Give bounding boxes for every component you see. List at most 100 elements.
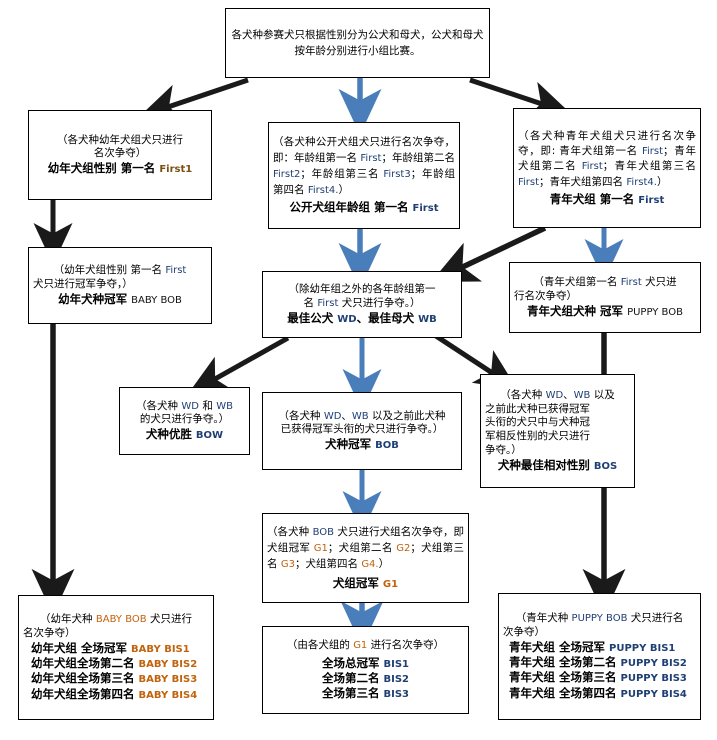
node-puppy-bob-result-en: PUPPY BOB xyxy=(627,306,683,318)
token-bb-first: First xyxy=(165,265,187,277)
node-baby-bis-row-2: 幼年犬组全场第二名 BABY BIS2 xyxy=(23,656,209,671)
node-group-g1-result-en: G1 xyxy=(382,578,399,590)
node-puppy-bis-row-4-cn: 青年犬组 全场第四名 xyxy=(509,685,617,700)
node-baby-bob-result: 幼年犬种冠军 BABY BOB xyxy=(33,292,207,307)
node-bow-note-line1: （各犬种 WD 和 WB xyxy=(136,399,233,412)
node-bis-row-1-en: BIS1 xyxy=(383,658,410,670)
token-g4: G4. xyxy=(361,558,379,570)
token-p-first1: First xyxy=(642,145,664,157)
node-baby-bis-row-1: 幼年犬组 全场冠军 BABY BIS1 xyxy=(23,641,209,656)
node-bis-row-3: 全场第三名 BIS3 xyxy=(267,686,464,701)
node-bow-note-line2: 的犬只进行争夺。） xyxy=(139,413,230,426)
node-wd-wb[interactable]: （除幼年组之外的各年龄组第一 名 First 犬只进行争夺。） 最佳公犬 WD、… xyxy=(262,271,462,338)
token-puppybis-bob: PUPPY BOB xyxy=(571,613,628,625)
token-p-first3: First xyxy=(518,176,540,188)
node-baby-group[interactable]: （各犬种幼年犬组犬只进行 名次争夺） 幼年犬组性别 第一名 First1 xyxy=(28,110,212,200)
node-baby-bob[interactable]: （幼年犬组性别 第一名 First 犬只进行冠军争夺，） 幼年犬种冠军 BABY… xyxy=(28,247,212,324)
token-bos-wd: WD xyxy=(545,389,564,401)
node-bow[interactable]: （各犬种 WD 和 WB 的犬只进行争夺。） 犬种优胜 BOW xyxy=(119,387,250,455)
node-baby-group-note-line1: （各犬种幼年犬组犬只进行 xyxy=(57,133,183,146)
node-puppy-bis-note-line1: （青年犬种 PUPPY BOB 犬只进行名 xyxy=(515,612,684,625)
node-puppy-bis-row-3: 青年犬组 全场第三名 PUPPY BIS3 xyxy=(503,670,696,685)
node-puppy-bob-note-line2: 行名次争夺） xyxy=(514,289,577,302)
node-open-group-result-cn: 公开犬组年龄组 第一名 xyxy=(289,200,409,215)
node-open-group-result-en: First xyxy=(412,203,439,215)
node-bos-note-line1: （各犬种 WD、WB 以及 xyxy=(500,388,615,401)
node-bis-row-3-cn: 全场第三名 xyxy=(321,686,380,701)
node-root[interactable]: 各犬种参赛犬只根据性别分为公犬和母犬，公犬和母犬按年龄分别进行小组比赛。 xyxy=(225,8,490,78)
node-baby-bis-note-line1: （幼年犬种 BABY BOB 犬只进行 xyxy=(40,613,192,626)
token-bos-wb: WB xyxy=(573,389,591,401)
node-puppy-bis-row-4-en: PUPPY BIS4 xyxy=(620,688,687,700)
node-baby-bis-row-3-en: BABY BIS3 xyxy=(138,674,198,686)
node-bob-note-line2: 已获得冠军头衔的犬只进行争夺。） xyxy=(280,423,444,436)
node-wd-wb-result-cn-2: 最佳母犬 xyxy=(368,310,415,325)
node-puppy-bob-result-cn: 青年犬组犬种 冠军 xyxy=(527,303,624,318)
node-open-group-note: （各犬种公开犬组犬只进行名次争夺，即：年龄组第一名 First；年龄组第二名 F… xyxy=(273,136,456,196)
token-first4: First4. xyxy=(307,184,339,196)
arrow-wdwb-to-bow xyxy=(187,335,290,395)
node-bos-note-line3: 头衔的犬只中与犬种冠 xyxy=(485,416,590,429)
node-bos-result: 犬种最佳相对性别 BOS xyxy=(485,458,630,473)
node-open-group-result: 公开犬组年龄组 第一名 First xyxy=(273,200,455,215)
node-open-group[interactable]: （各犬种公开犬组犬只进行名次争夺，即：年龄组第一名 First；年龄组第二名 F… xyxy=(268,122,460,229)
node-bow-result: 犬种优胜 BOW xyxy=(124,427,245,442)
node-puppy-group-result-en: First xyxy=(638,195,665,207)
token-p-first4: First4. xyxy=(626,176,657,188)
node-baby-group-result-en: First1 xyxy=(159,164,193,176)
node-bis[interactable]: （由各犬组的 G1 进行名次争夺） 全场总冠军 BIS1 全场第二名 BIS2 … xyxy=(262,626,469,714)
token-bow-wb: WB xyxy=(216,400,233,412)
node-baby-bis-row-3: 幼年犬组全场第三名 BABY BIS3 xyxy=(23,671,209,686)
node-bob-result: 犬种冠军 BOB xyxy=(267,437,457,452)
node-root-note: 各犬种参赛犬只根据性别分为公犬和母犬，公犬和母犬按年龄分别进行小组比赛。 xyxy=(231,28,484,57)
node-bis-row-3-en: BIS3 xyxy=(383,689,410,701)
node-group-g1-note: （各犬种 BOB 犬只进行犬组名次争夺，即犬组冠军 G1；犬组第二名 G2；犬组… xyxy=(267,526,464,570)
node-bow-result-en: BOW xyxy=(195,430,224,442)
node-puppy-group-note: （各犬种青年犬组犬只进行名次争夺，即: 青年犬组第一名 First；青年犬组第二… xyxy=(518,129,697,188)
token-bob-wb: WB xyxy=(351,410,369,422)
node-group-g1[interactable]: （各犬种 BOB 犬只进行犬组名次争夺，即犬组冠军 G1；犬组第二名 G2；犬组… xyxy=(262,513,469,603)
node-bis-note-line1: （由各犬组的 G1 进行名次争夺） xyxy=(286,638,445,651)
node-puppy-bis-row-2-cn: 青年犬组 全场第二名 xyxy=(509,655,617,670)
node-puppy-bis-row-3-cn: 青年犬组 全场第三名 xyxy=(509,670,617,685)
token-g1: G1 xyxy=(313,543,328,555)
node-bis-row-1: 全场总冠军 BIS1 xyxy=(267,656,464,671)
node-puppy-bis-row-1: 青年犬组 全场冠军 PUPPY BIS1 xyxy=(503,640,696,655)
node-puppy-bob[interactable]: （青年犬组第一名 First 犬只进 行名次争夺） 青年犬组犬种 冠军 PUPP… xyxy=(509,262,701,333)
node-puppy-bis[interactable]: （青年犬种 PUPPY BOB 犬只进行名 次争夺） 青年犬组 全场冠军 PUP… xyxy=(498,593,701,720)
node-baby-bob-result-en: BABY BOB xyxy=(131,294,182,306)
node-bow-result-cn: 犬种优胜 xyxy=(145,427,192,442)
node-baby-bob-result-cn: 幼年犬种冠军 xyxy=(58,291,128,306)
node-bos-result-en: BOS xyxy=(593,461,618,473)
node-wd-wb-result-en-1: WD xyxy=(337,313,357,325)
node-puppy-bob-note-line1: （青年犬组第一名 First 犬只进 xyxy=(533,276,677,289)
node-baby-group-note-line2: 名次争夺） xyxy=(93,147,147,160)
token-first3: First3 xyxy=(383,168,411,180)
token-pb-first: First xyxy=(620,277,642,289)
arrow-root-to-baby xyxy=(139,77,249,122)
node-bob-result-en: BOB xyxy=(375,440,399,452)
arrow-root-to-puppy xyxy=(469,77,571,119)
node-bos-note-line5: 争夺。） xyxy=(485,444,522,457)
node-puppy-bis-note-line2: 次争夺） xyxy=(503,626,545,639)
node-bob-note-line1: （各犬种 WD、WB 以及之前此犬种 xyxy=(278,409,446,422)
arrow-wdwb-to-bos xyxy=(434,333,518,390)
node-baby-bis[interactable]: （幼年犬种 BABY BOB 犬只进行 名次争夺） 幼年犬组 全场冠军 BABY… xyxy=(18,595,214,720)
node-baby-bob-note-line2: 犬只进行冠军争夺，） xyxy=(33,277,133,290)
node-puppy-bis-row-1-en: PUPPY BIS1 xyxy=(609,642,676,654)
node-wd-wb-note-line2: 名 First 犬只进行争夺。） xyxy=(303,296,421,309)
node-bos-result-cn: 犬种最佳相对性别 xyxy=(497,458,590,473)
token-first: First xyxy=(360,153,382,165)
node-bob[interactable]: （各犬种 WD、WB 以及之前此犬种 已获得冠军头衔的犬只进行争夺。） 犬种冠军… xyxy=(262,392,462,470)
node-baby-bis-row-4-cn: 幼年犬组全场第四名 xyxy=(31,686,135,701)
node-puppy-group[interactable]: （各犬种青年犬组犬只进行名次争夺，即: 青年犬组第一名 First；青年犬组第二… xyxy=(513,108,701,228)
token-babybis-bob: BABY BOB xyxy=(95,614,147,626)
node-puppy-bis-row-3-en: PUPPY BIS3 xyxy=(620,673,687,685)
node-bos[interactable]: （各犬种 WD、WB 以及 之前此犬种已获得冠军 头衔的犬只中与犬种冠 军相反性… xyxy=(480,374,635,488)
node-bis-row-2-cn: 全场第二名 xyxy=(321,670,380,685)
node-puppy-bis-row-4: 青年犬组 全场第四名 PUPPY BIS4 xyxy=(503,686,696,701)
node-puppy-bob-result: 青年犬组犬种 冠军 PUPPY BOB xyxy=(514,304,696,319)
node-baby-bis-row-2-cn: 幼年犬组全场第二名 xyxy=(31,656,135,671)
node-baby-bob-note-line1: （幼年犬组性别 第一名 First xyxy=(53,264,187,277)
